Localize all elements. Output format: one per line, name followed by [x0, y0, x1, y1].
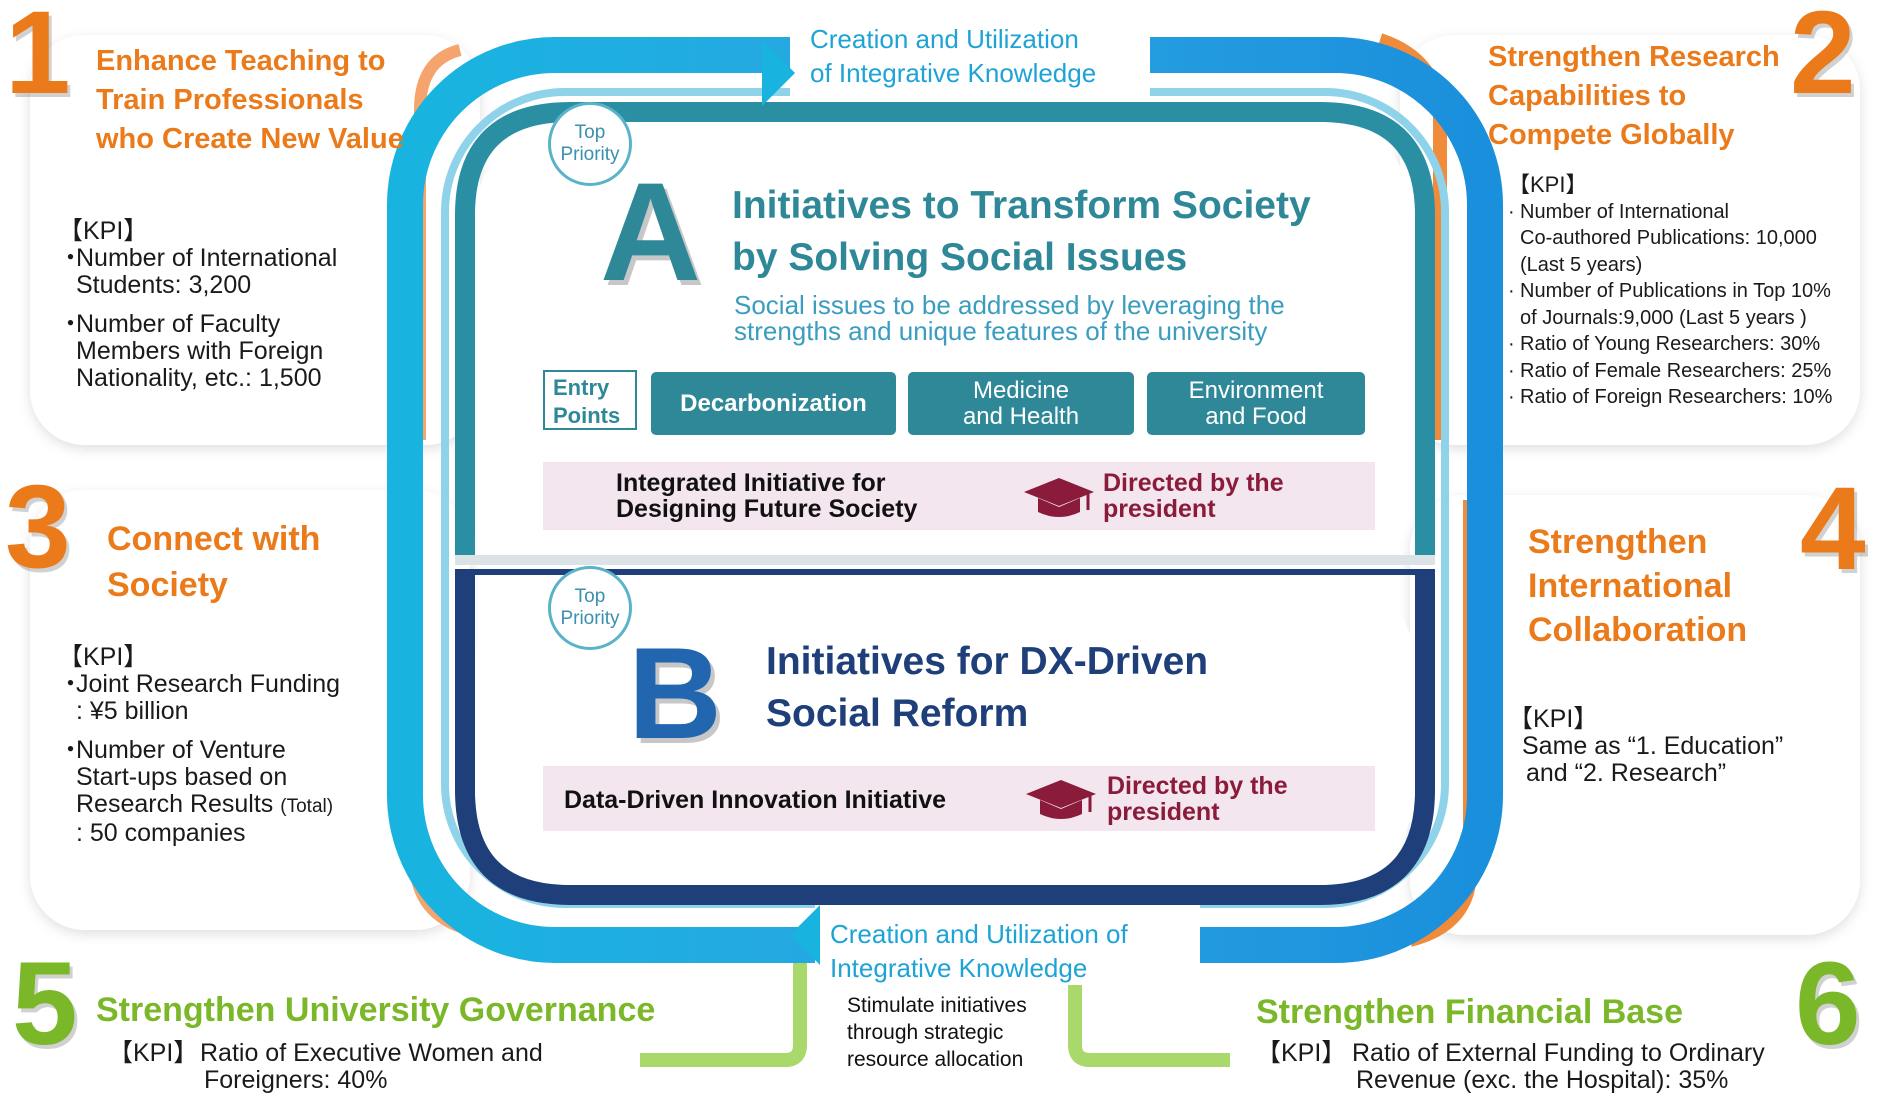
item-6-kpis: 【KPI】 Ratio of External Funding to Ordin…	[1256, 1039, 1765, 1094]
bottom-flow-label: Creation and Utilization of Integrative …	[830, 919, 1128, 983]
top-priority-badge-b: Top Priority	[548, 566, 632, 650]
entry-medicine-health[interactable]: Medicine and Health	[908, 372, 1134, 435]
item-2-title: Strengthen Research Capabilities to Comp…	[1488, 41, 1780, 151]
initiative-a-text: Integrated Initiative for Designing Futu…	[616, 469, 918, 523]
section-a-title: Initiatives to Transform Society by Solv…	[732, 184, 1311, 279]
box-a-border	[455, 102, 1435, 555]
entry-decarbonization[interactable]: Decarbonization	[651, 372, 896, 435]
item-1-title: Enhance Teaching to Train Professionals …	[96, 45, 404, 155]
item-3-kpis: 【KPI】 ・ Joint Research Funding: ¥5 billi…	[58, 643, 341, 847]
panel-2	[1400, 35, 1860, 445]
section-b-letter: B	[628, 620, 722, 766]
initiative-bar-a	[543, 462, 1375, 530]
item-1-number: 1	[5, 0, 71, 119]
graduation-cap-icon	[1024, 478, 1094, 517]
item-6-number: 6	[1795, 938, 1861, 1070]
item-3-title: Connect with Society	[107, 520, 321, 604]
section-a-letter: A	[600, 153, 702, 310]
item-2-number: 2	[1790, 0, 1856, 119]
directed-by-president-a: Directed by the president	[1103, 469, 1284, 523]
initiative-b-text: Data-Driven Innovation Initiative	[564, 786, 947, 814]
section-a-subtitle: Social issues to be addressed by leverag…	[734, 290, 1285, 346]
entry-points-label: Entry Points	[543, 370, 637, 430]
item-4-kpis: 【KPI】 Same as “1. Education” and “2. Res…	[1508, 705, 1784, 787]
panel-3	[30, 490, 470, 930]
bottom-arrow-head	[790, 905, 820, 965]
directed-by-president-b: Directed by the president	[1107, 772, 1288, 826]
box-b-border	[455, 575, 1435, 905]
item-4-title: Strengthen International Collaboration	[1528, 523, 1748, 649]
item-4-number: 4	[1800, 463, 1866, 595]
entry-environment-food[interactable]: Environment and Food	[1147, 372, 1365, 435]
top-arrow-head	[762, 40, 795, 106]
section-b-title: Initiatives for DX-Driven Social Reform	[766, 640, 1209, 735]
item-3-number: 3	[5, 461, 71, 593]
item-6-title: Strengthen Financial Base	[1256, 993, 1683, 1031]
top-flow-label: Creation and Utilization of Integrative …	[810, 24, 1097, 88]
item-5-number: 5	[12, 938, 78, 1070]
top-priority-badge-a: Top Priority	[548, 102, 632, 186]
item-5-title: Strengthen University Governance	[96, 991, 656, 1029]
item-5-kpis: 【KPI】 Ratio of Executive Women and Forei…	[108, 1039, 543, 1094]
initiative-bar-b	[543, 766, 1375, 831]
bottom-flow-note: Stimulate initiatives through strategic …	[847, 994, 1027, 1071]
panel-4	[1410, 495, 1860, 935]
graduation-cap-icon	[1026, 780, 1096, 819]
panel-1	[30, 35, 480, 445]
